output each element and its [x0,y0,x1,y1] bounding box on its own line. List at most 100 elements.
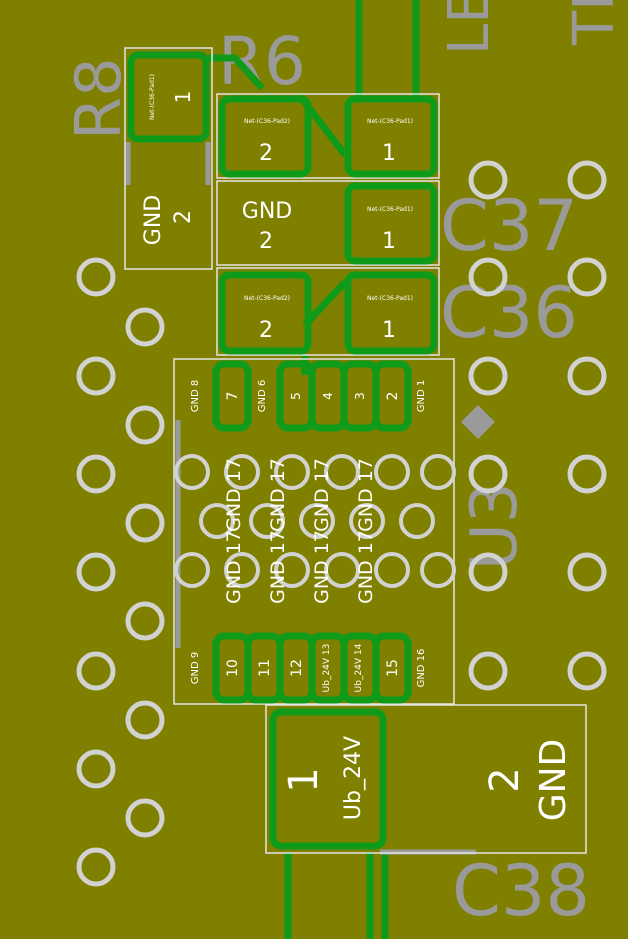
thermal-via [324,552,360,588]
u3-pin-9-label: GND 9 [190,652,201,684]
u3-ep-label: GND 17 [355,530,377,604]
via [76,356,116,396]
u3-ep-label: GND 17 [355,458,377,532]
via [567,454,607,494]
c37-pad-2-number: 2 [259,141,273,166]
thermal-via [174,552,210,588]
via [125,601,165,641]
via [76,552,116,592]
trace-diagonal-2 [302,279,348,328]
via [468,257,508,297]
thermal-via [224,552,260,588]
ref-c36: C36 [440,272,578,354]
via [76,847,116,887]
c37-pad-2-net: Net-(C36-Pad2) [244,118,290,125]
r8-pad-2-number: 2 [171,210,196,224]
c38-pad-2-net: GND [533,739,574,822]
via [567,160,607,200]
via [125,405,165,445]
silk-lines [125,142,476,855]
c38-pad-1[interactable] [269,708,387,850]
thermal-via [420,552,456,588]
gnd-row-pad-1-number: 1 [382,229,396,254]
u3-pad-15[interactable] [372,632,412,704]
u3-bottom-pads [212,632,412,704]
u3-top-pads [212,360,412,432]
u3-pin-3-label: 3 [353,392,367,400]
u3-pin-2-label: 2 [385,392,401,401]
thermal-via [420,454,456,490]
thermal-via [174,454,210,490]
via [76,257,116,297]
thermal-via [274,454,310,490]
u3-pad-7[interactable] [212,360,252,432]
pin1-marker [461,405,495,439]
thermal-via [249,503,285,539]
u3-pin-1-label: GND 1 [416,380,427,412]
ref-r8: R8 [62,57,135,140]
copper-traces [208,0,420,939]
gnd-row-pad-2-number: 2 [259,229,273,254]
c38-pad-2-number: 2 [482,767,528,792]
u3-courtyard [173,358,455,705]
via [125,503,165,543]
via [468,454,508,494]
ref-led: LED [437,0,502,55]
c37-pad-2[interactable] [218,95,312,178]
u3-top-labels: GND 8 7 GND 6 5 4 3 2 GND 1 [190,380,427,412]
thermal-via [199,503,235,539]
via [468,552,508,592]
via [125,307,165,347]
c38-pad-1-net: Ub_24V [341,736,366,820]
c37-pad-1[interactable] [344,95,438,178]
r8-pad-1-number: 1 [171,91,195,104]
r8-pad-2-net: GND [141,195,166,245]
ref-tr: TR [562,0,627,46]
via [76,651,116,691]
c36-pad-1[interactable] [344,271,438,355]
via [76,749,116,789]
thermal-via [324,454,360,490]
trace-r8-r6 [208,54,265,91]
u3-thermal-vias [174,454,456,588]
u3-ep-label: GND 17 [223,530,245,604]
via [567,356,607,396]
c36-pad-2-net: Net-(C36-Pad2) [244,295,290,302]
gnd-row-courtyard [216,180,440,266]
u3-pad-2[interactable] [372,360,412,432]
u3-ep-label: GND 17 [223,458,245,532]
gnd-row-pad-2-net: GND [242,199,292,224]
via [125,798,165,838]
u3-ep-label: GND 17 [267,530,289,604]
via [567,257,607,297]
gnd-row-pad-1[interactable] [344,182,438,265]
u3-pin-8-label: GND 8 [190,380,201,412]
u3-pin-6-label: GND 6 [257,380,268,412]
c36-pad-2[interactable] [218,271,312,355]
c37-pad-1-number: 1 [382,141,396,166]
ref-c38: C38 [452,850,590,932]
c36-pad-2-number: 2 [259,318,273,343]
c38-courtyard [265,704,587,854]
u3-pin-11-label: 11 [257,659,273,677]
c37-row-courtyard [216,93,440,179]
u3-ep-label: GND 17 [311,530,333,604]
thermal-via [274,552,310,588]
r8-pad-1[interactable] [127,51,210,143]
thermal-via [299,503,335,539]
via [125,700,165,740]
r8-courtyard [124,47,213,270]
u3-pin-16-label: GND 16 [416,649,427,688]
u3-center-labels: GND 17 GND 17 GND 17 GND 17 GND 17 GND 1… [223,458,377,604]
u3-pin-4-label: 4 [321,392,335,400]
thermal-via [374,454,410,490]
u3-pin-7-label: 7 [225,392,241,401]
u3-pin-10-label: 10 [225,659,241,677]
c37-pad-1-net: Net-(C36-Pad1) [367,118,413,125]
c38-pad-1-number: 1 [281,767,327,792]
ref-c37: C37 [440,185,578,267]
thermal-via [224,454,260,490]
r8-pad-1-net: Net-(C36-Pad1) [149,74,156,120]
via [567,651,607,691]
